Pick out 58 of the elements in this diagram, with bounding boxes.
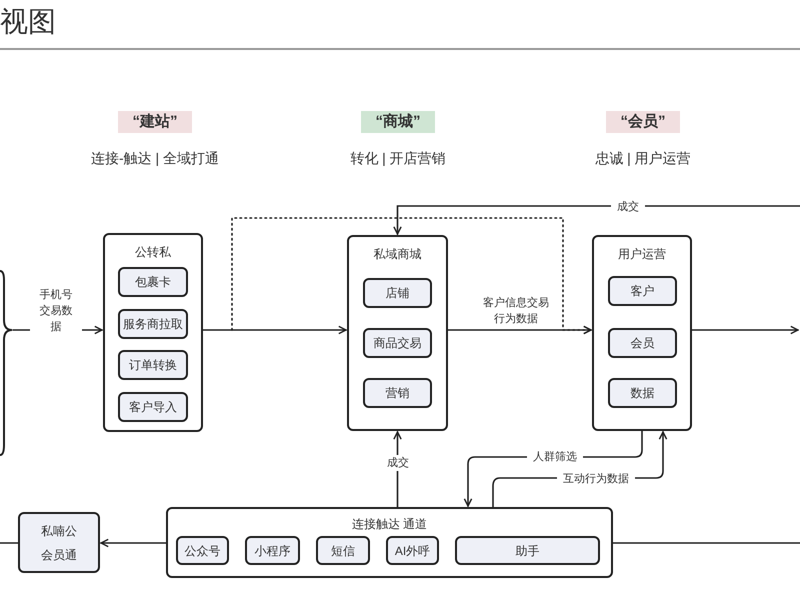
item-box xyxy=(245,536,300,565)
subtitle: 转化 | 开店营销 xyxy=(350,149,446,168)
node-text: “会员” xyxy=(620,112,666,132)
node-text: “商城” xyxy=(376,112,420,132)
group-box xyxy=(103,233,203,432)
item-box xyxy=(386,536,439,565)
header-tag xyxy=(361,111,435,133)
process-box xyxy=(18,512,100,573)
edge-label: 成交 xyxy=(611,199,645,215)
node-text: 会员 xyxy=(630,335,654,352)
subtitle: 忠诚 | 用户运营 xyxy=(595,149,691,168)
item-box xyxy=(118,350,188,380)
item-box xyxy=(608,276,677,306)
node-text: 小程序 xyxy=(254,542,290,560)
node-text: 客户 xyxy=(630,283,654,300)
header-tag xyxy=(606,111,680,133)
node-text: 公众号 xyxy=(184,542,220,560)
group-box xyxy=(347,235,448,431)
node-text: 包裹卡 xyxy=(135,274,171,291)
node-text: 私喃公会员通 xyxy=(40,522,78,564)
arrow xyxy=(202,326,347,334)
arrow xyxy=(100,538,167,548)
node-text: 订单转换 xyxy=(129,357,177,374)
item-box xyxy=(608,328,677,358)
node-text: 短信 xyxy=(331,542,355,560)
item-box xyxy=(363,378,432,408)
subtitle: 连接-触达 | 全域打通 xyxy=(90,149,220,168)
node-text: 连接触达 通道 xyxy=(352,516,428,533)
brace-drawing xyxy=(0,270,13,456)
node-text: 客户导入 xyxy=(129,399,177,416)
node-text: 店铺 xyxy=(386,285,410,302)
page-title: 视图 xyxy=(0,5,56,39)
node-text: 数据 xyxy=(630,385,654,402)
arrow xyxy=(691,326,799,334)
arrow xyxy=(393,205,800,235)
item-box xyxy=(118,309,188,339)
node-text: 用户运营 xyxy=(618,246,666,263)
node-text: 助手 xyxy=(516,542,540,560)
node-text: “建站” xyxy=(132,112,178,132)
edge-label: 人群筛选 xyxy=(527,449,583,465)
node-text: 私域商城 xyxy=(374,246,422,263)
item-box xyxy=(608,378,677,408)
item-box xyxy=(363,278,432,308)
item-box xyxy=(118,267,188,297)
node-text: 公转私 xyxy=(135,244,171,261)
node-text: 营销 xyxy=(386,385,410,402)
item-box xyxy=(316,536,370,565)
item-box xyxy=(176,536,229,565)
node-text: AI外呼 xyxy=(394,542,430,560)
item-box xyxy=(118,392,188,422)
group-box xyxy=(166,507,613,578)
header-tag xyxy=(118,111,192,133)
arrow xyxy=(447,326,592,334)
node-text: 服务商拉取 xyxy=(123,316,183,333)
node-text: 商品交易 xyxy=(374,335,422,352)
item-box xyxy=(363,328,432,358)
item-box xyxy=(455,536,600,565)
group-box xyxy=(592,235,692,431)
